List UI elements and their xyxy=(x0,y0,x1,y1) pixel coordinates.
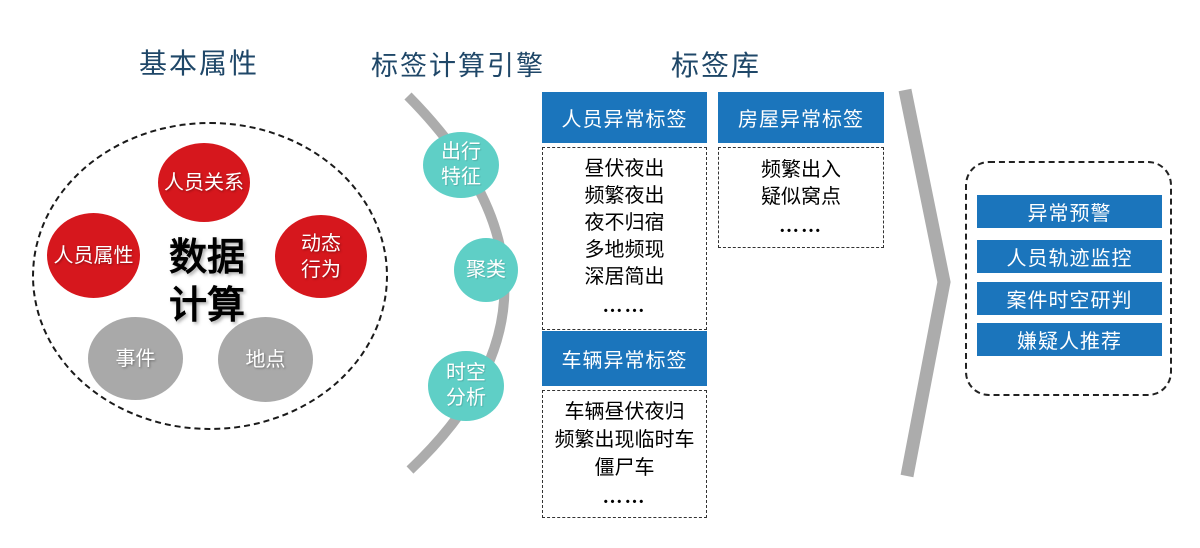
node-dynamic-behavior: 动态 行为 xyxy=(275,215,367,298)
ellipsis-label: …… xyxy=(779,215,823,237)
engine-step-spacetime-analysis: 时空 分析 xyxy=(428,351,504,421)
ellipsis-label: …… xyxy=(602,295,647,317)
list-item: 频繁夜出 xyxy=(584,185,665,207)
data-computation-label: 数据 计算 xyxy=(168,237,245,327)
list-item: 频繁出现临时车 xyxy=(554,429,695,451)
list-item: 疑似窝点 xyxy=(761,186,841,208)
header-vehicle-abnormal-labels: 车辆异常标签 xyxy=(542,331,707,386)
list-item: 多地频现 xyxy=(584,239,665,261)
list-item: 频繁出入 xyxy=(761,159,841,181)
list-item: 深居简出 xyxy=(584,266,665,288)
ellipsis-label: …… xyxy=(602,486,647,508)
list-item: 昼伏夜出 xyxy=(584,158,665,180)
app-abnormal-warning: 异常预警 xyxy=(977,195,1162,228)
node-location: 地点 xyxy=(218,317,313,402)
list-house-abnormal-labels: 频繁出入 疑似窝点 …… xyxy=(718,147,884,248)
flow-chevron-icon xyxy=(898,88,951,478)
node-person-attribute: 人员属性 xyxy=(47,213,140,298)
applications-panel xyxy=(965,161,1172,396)
title-label-engine: 标签计算引擎 xyxy=(371,51,545,81)
list-item: 车辆昼伏夜归 xyxy=(564,401,685,423)
list-item: 夜不归宿 xyxy=(584,212,665,234)
app-person-trajectory-monitoring: 人员轨迹监控 xyxy=(977,240,1162,273)
list-vehicle-abnormal-labels: 车辆昼伏夜归 频繁出现临时车 僵尸车 …… xyxy=(542,390,707,518)
header-person-abnormal-labels: 人员异常标签 xyxy=(542,92,707,143)
list-person-abnormal-labels: 昼伏夜出 频繁夜出 夜不归宿 多地频现 深居简出 …… xyxy=(542,147,707,330)
engine-step-clustering: 聚类 xyxy=(454,238,518,302)
node-person-relation: 人员关系 xyxy=(158,143,250,222)
engine-step-travel-features: 出行 特征 xyxy=(423,132,499,198)
title-basic-attributes: 基本属性 xyxy=(138,49,259,80)
title-label-library: 标签库 xyxy=(670,51,761,82)
app-suspect-recommendation: 嫌疑人推荐 xyxy=(977,323,1162,356)
list-item: 僵尸车 xyxy=(594,457,655,479)
app-case-spacetime-analysis: 案件时空研判 xyxy=(977,282,1162,315)
data-cluster-ellipse xyxy=(32,122,388,430)
header-house-abnormal-labels: 房屋异常标签 xyxy=(718,92,884,143)
node-event: 事件 xyxy=(88,317,183,400)
